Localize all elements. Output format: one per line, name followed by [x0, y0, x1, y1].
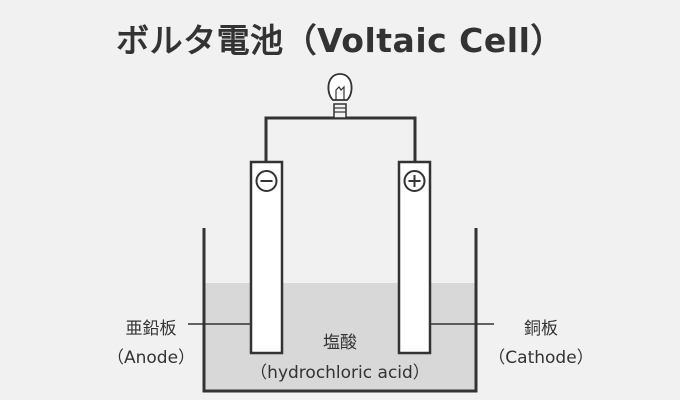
wire — [264, 116, 417, 162]
solution-english-label: （hydrochloric acid） — [250, 363, 430, 383]
plus-terminal-icon — [403, 170, 426, 192]
cathode-label: 銅板 — [524, 319, 558, 339]
cathode-english-label: （Cathode） — [488, 348, 594, 368]
zinc-anode-plate — [249, 160, 284, 355]
light-bulb-icon — [327, 73, 353, 119]
anode-english-label: （Anode） — [106, 348, 196, 368]
copper-cathode-plate — [397, 160, 432, 355]
anode-label: 亜鉛板 — [125, 319, 177, 339]
beaker — [202, 228, 478, 393]
diagram-title: ボルタ電池（Voltaic Cell） — [116, 21, 564, 60]
minus-terminal-icon — [255, 170, 278, 192]
solution-label: 塩酸 — [323, 333, 357, 353]
